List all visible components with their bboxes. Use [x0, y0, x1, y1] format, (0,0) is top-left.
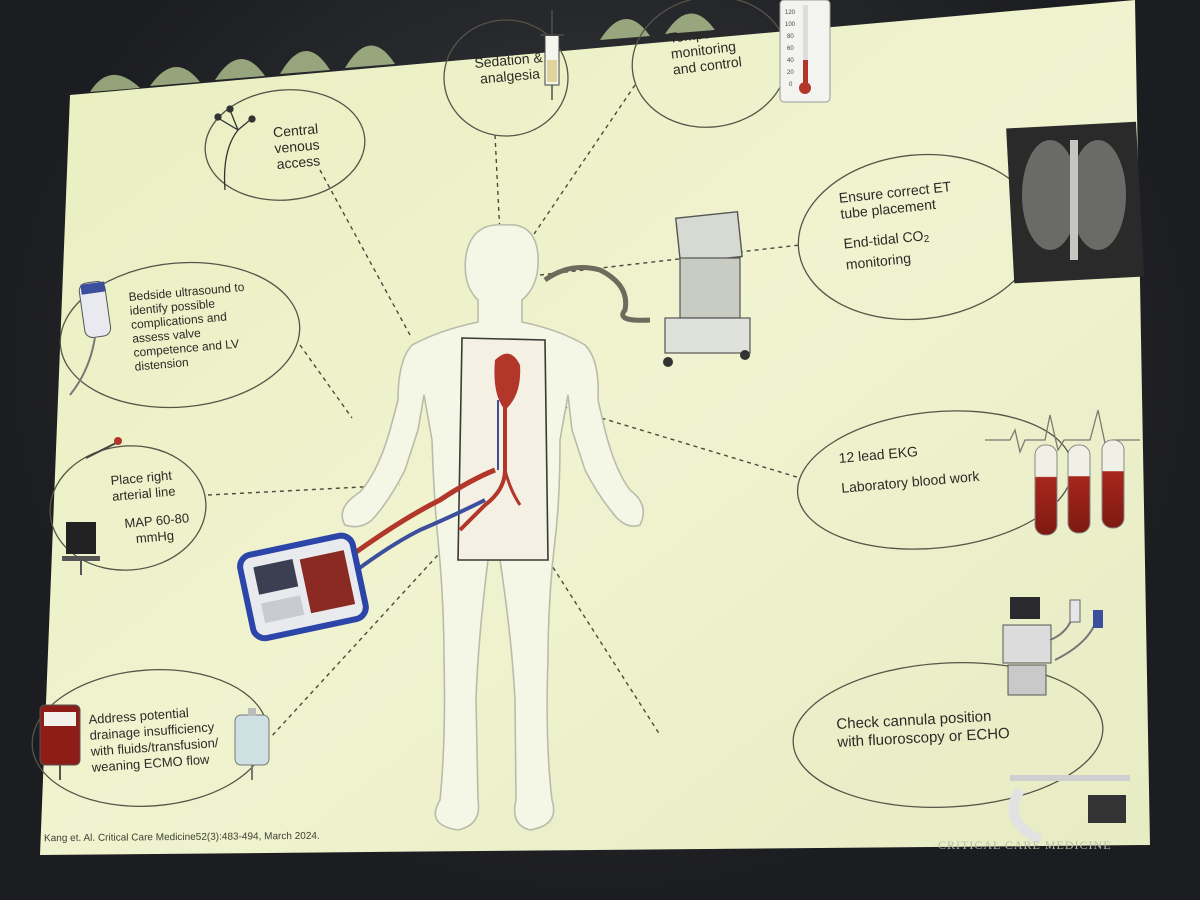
- thermometer-tick: 40: [787, 58, 794, 64]
- thermometer-tick: 20: [787, 70, 794, 76]
- ekg-strip-icon: [985, 409, 1140, 455]
- ultrasound-ellipse: [59, 261, 301, 409]
- ultrasound-probe-icon: [69, 280, 112, 396]
- heart-icon: [494, 353, 521, 410]
- echo-machine-icon: [1002, 597, 1103, 696]
- thermometer-tick: 100: [785, 22, 796, 28]
- thermometer-tick: 60: [787, 46, 794, 52]
- sedation-ellipse: [443, 19, 569, 137]
- cannula-ellipse: [792, 661, 1104, 809]
- arterial-line-ellipse: [49, 445, 207, 571]
- central-venous-ellipse: [204, 89, 366, 201]
- thermometer-tick: 80: [787, 34, 794, 40]
- iv-fluid-bag-icon: [234, 708, 270, 780]
- blood-sample-tubes-icon: [1034, 439, 1125, 536]
- label-drainage: Address potential drainage insufficiency…: [88, 703, 220, 776]
- torso-panel: [457, 337, 549, 561]
- label-et-tube: Ensure correct ET tube placement End-tid…: [838, 178, 959, 272]
- thermometer-scale: 120 100 80 60 40 20 0: [785, 10, 796, 88]
- syringe-icon: [540, 10, 564, 100]
- ecmo-tube-venous: [348, 498, 486, 577]
- thermometer-icon: [779, 0, 831, 103]
- aorta-branch: [503, 469, 522, 506]
- label-subscript: 2: [923, 233, 930, 246]
- thermometer-tick: 0: [789, 82, 793, 88]
- thermometer-tick: 120: [785, 10, 796, 16]
- label-ultrasound: Bedside ultrasound to identify possible …: [128, 280, 251, 374]
- central-line-catheter-icon: [214, 105, 256, 191]
- label-arterial-line: Place right arterial line MAP 60-80 mmHg: [110, 466, 191, 548]
- label-central-venous: Central venous access: [265, 120, 329, 173]
- journal-watermark: CRITICAL CARE MEDICINE: [938, 838, 1112, 852]
- arterial-line-icon: [62, 437, 122, 575]
- fluoroscopy-c-arm-icon: [1008, 775, 1130, 845]
- label-temperature: Temperature monitoring and control: [668, 20, 752, 77]
- chest-xray-icon: [1006, 121, 1145, 284]
- leaf-decoration: [90, 13, 715, 92]
- ecmo-tube-arterial: [343, 467, 496, 563]
- ventilator-icon: [543, 211, 751, 367]
- blood-bag-icon: [39, 704, 81, 780]
- ecmo-machine-icon: [237, 532, 369, 642]
